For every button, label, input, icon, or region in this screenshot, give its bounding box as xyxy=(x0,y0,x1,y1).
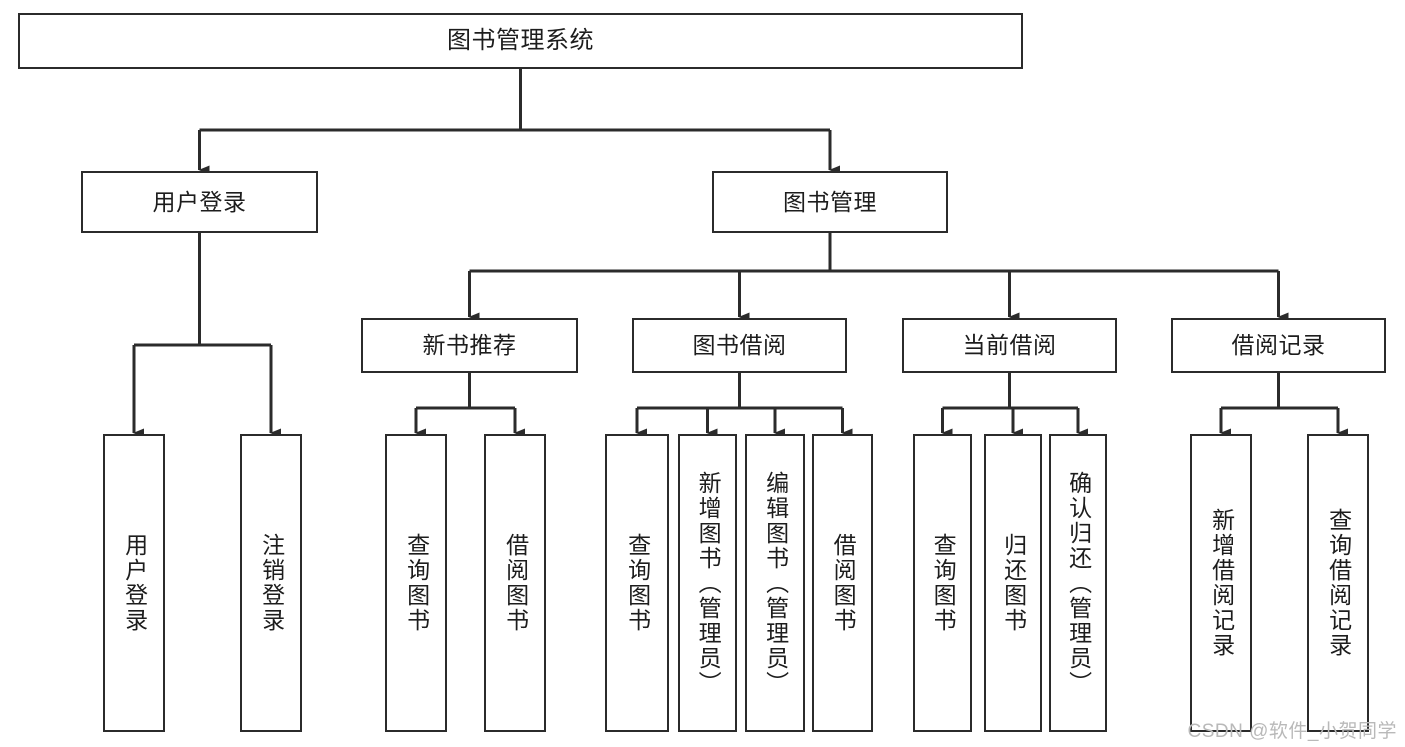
node-label: 确认归还（管理员） xyxy=(1065,470,1092,696)
node-label: 查询借阅记录 xyxy=(1325,508,1352,658)
node-label: 借阅图书 xyxy=(502,533,529,633)
node-leaf-10[interactable]: 归还图书 xyxy=(984,434,1042,732)
node-book-borrow[interactable]: 图书借阅 xyxy=(632,318,847,373)
node-leaf-1[interactable]: 用户登录 xyxy=(103,434,165,732)
node-root[interactable]: 图书管理系统 xyxy=(18,13,1023,69)
node-label: 新增借阅记录 xyxy=(1208,508,1235,658)
node-leaf-3[interactable]: 查询图书 xyxy=(385,434,447,732)
node-user-login[interactable]: 用户登录 xyxy=(81,171,318,233)
node-label: 编辑图书（管理员） xyxy=(762,470,789,696)
node-label: 借阅记录 xyxy=(1231,332,1326,359)
node-book-mgmt[interactable]: 图书管理 xyxy=(712,171,948,233)
node-cur-borrow[interactable]: 当前借阅 xyxy=(902,318,1117,373)
node-leaf-8[interactable]: 借阅图书 xyxy=(812,434,873,732)
node-label: 查询图书 xyxy=(930,533,957,633)
node-leaf-12[interactable]: 新增借阅记录 xyxy=(1190,434,1252,732)
node-label: 图书管理 xyxy=(783,188,877,215)
node-leaf-7[interactable]: 编辑图书（管理员） xyxy=(745,434,805,732)
node-label: 当前借阅 xyxy=(962,332,1057,359)
node-leaf-9[interactable]: 查询图书 xyxy=(913,434,972,732)
node-label: 归还图书 xyxy=(1000,533,1027,633)
node-label: 查询图书 xyxy=(624,533,651,633)
node-borrow-log[interactable]: 借阅记录 xyxy=(1171,318,1386,373)
node-leaf-13[interactable]: 查询借阅记录 xyxy=(1307,434,1369,732)
node-label: 查询图书 xyxy=(403,533,430,633)
node-label: 借阅图书 xyxy=(830,533,857,633)
node-label: 用户登录 xyxy=(121,533,148,633)
node-leaf-5[interactable]: 查询图书 xyxy=(605,434,669,732)
node-leaf-2[interactable]: 注销登录 xyxy=(240,434,302,732)
node-label: 图书借阅 xyxy=(692,332,787,359)
node-label: 新书推荐 xyxy=(422,332,517,359)
node-leaf-11[interactable]: 确认归还（管理员） xyxy=(1049,434,1107,732)
node-label: 注销登录 xyxy=(258,533,285,633)
node-label: 新增图书（管理员） xyxy=(695,470,722,696)
node-label: 图书管理系统 xyxy=(447,27,594,55)
node-leaf-4[interactable]: 借阅图书 xyxy=(484,434,546,732)
node-leaf-6[interactable]: 新增图书（管理员） xyxy=(678,434,737,732)
node-new-rec[interactable]: 新书推荐 xyxy=(361,318,578,373)
node-label: 用户登录 xyxy=(152,188,247,215)
